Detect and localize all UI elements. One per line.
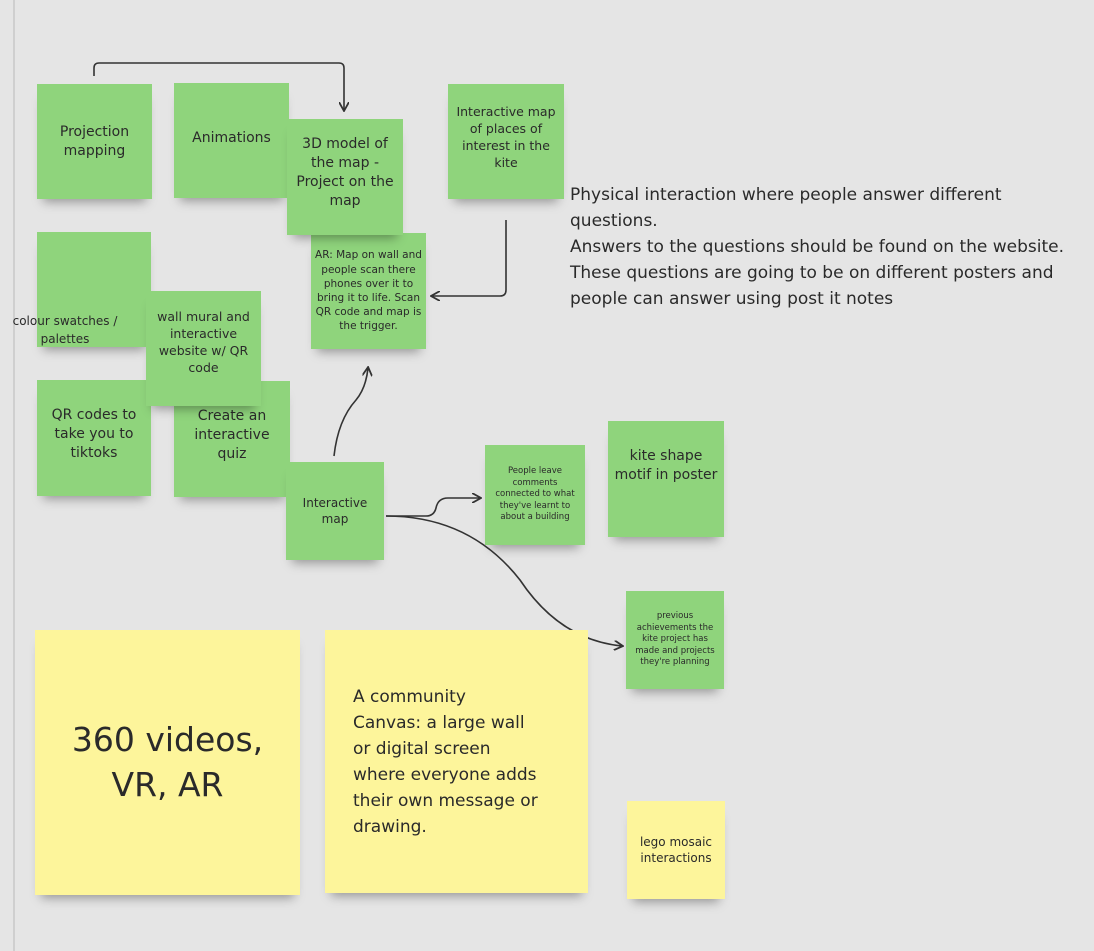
canvas-edge-divider [13,0,15,951]
note-text: People leave comments connected to what … [495,466,575,523]
physical-interaction-text[interactable]: Physical interaction where people answer… [570,185,1065,309]
sticky-note-wall-mural[interactable]: wall mural and interactive website w/ QR… [146,291,261,406]
sticky-note-achievements[interactable]: previous achievements the kite project h… [626,591,724,689]
sticky-note-lego-mosaic[interactable]: lego mosaic interactions [627,801,725,899]
connector-places-to-ar[interactable] [432,220,507,296]
sticky-note-interactive-map[interactable]: Interactive map [286,462,384,560]
sticky-note-comments[interactable]: People leave comments connected to what … [485,445,585,545]
note-text: Interactive map of places of interest in… [456,104,556,170]
note-text: kite shape motif in poster [614,448,718,483]
note-text: Create an interactive quiz [194,408,270,462]
sticky-note-colour-swatches[interactable] [37,232,151,347]
connector-map-to-ar[interactable] [333,368,368,457]
note-text: QR codes to take you to tiktoks [51,407,137,461]
connector-map-to-comments[interactable] [386,498,480,517]
note-text: Interactive map [302,495,368,526]
sticky-note-ar[interactable]: AR: Map on wall and people scan there ph… [311,233,426,349]
sticky-note-animations[interactable]: Animations [174,83,289,198]
note-text: lego mosaic interactions [639,834,713,865]
note-text: wall mural and interactive website w/ QR… [157,309,250,375]
sticky-note-interactive-places[interactable]: Interactive map of places of interest in… [448,84,564,199]
note-text: previous achievements the kite project h… [635,611,715,668]
sticky-note-360-videos[interactable]: 360 videos, VR, AR [35,630,300,895]
note-text: Animations [192,130,271,146]
sticky-note-kite-shape[interactable]: kite shape motif in poster [608,421,724,537]
sticky-note-qr-codes[interactable]: QR codes to take you to tiktoks [37,380,151,496]
note-text: 360 videos, VR, AR [71,719,264,804]
note-text: Projection mapping [59,123,130,159]
colour-swatches-text: colour swatches / palettes [12,314,118,346]
note-text: 3D model of the map - Project on the map [296,136,394,209]
note-text: AR: Map on wall and people scan there ph… [315,249,422,333]
sticky-note-projection-mapping[interactable]: Projection mapping [37,84,152,199]
sticky-note-community-canvas[interactable]: A community Canvas: a large wall or digi… [325,630,588,893]
note-text: A community Canvas: a large wall or digi… [353,686,538,837]
sticky-note-3d-model[interactable]: 3D model of the map - Project on the map [287,119,403,235]
